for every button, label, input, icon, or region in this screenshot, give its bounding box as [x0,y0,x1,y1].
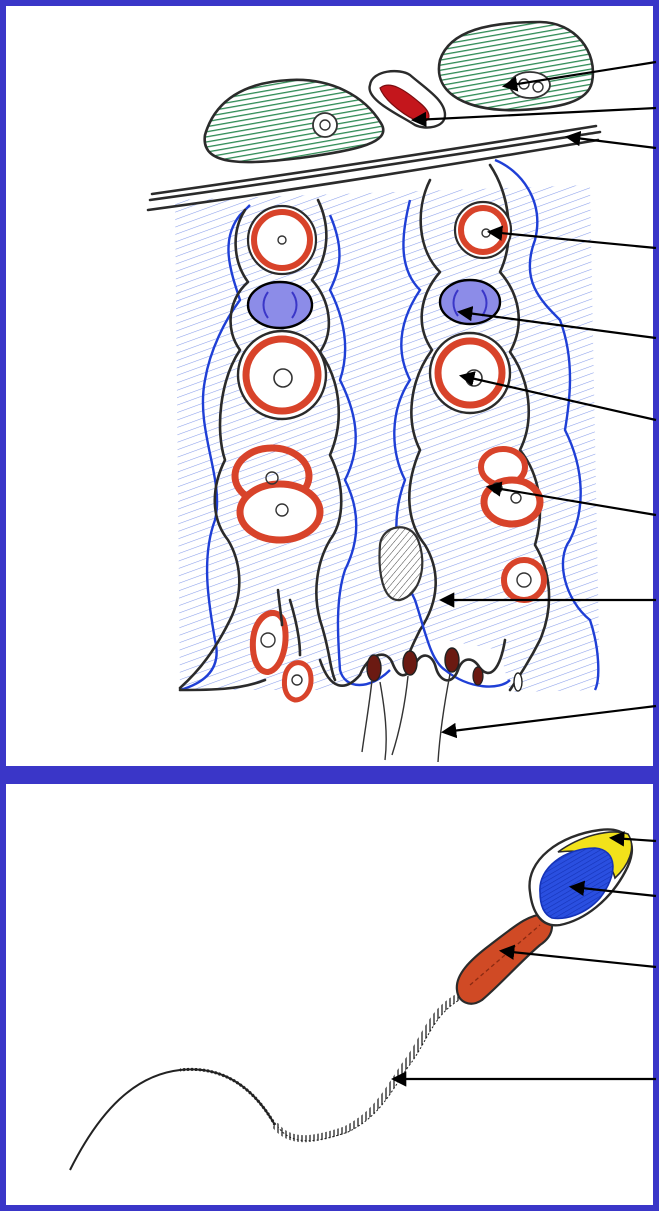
leydig-cell-right [439,22,593,110]
sertoli-nucleus [380,527,423,600]
blood-testis-barrier-left [248,282,312,328]
spermatid-left-2 [284,663,311,700]
primary-spermatocyte-left [238,331,326,419]
spermatogonium-right [455,202,511,258]
spermatid-right [504,560,544,600]
spermatozoon [70,829,632,1170]
primary-spermatocyte-right [430,333,510,413]
spermatozoon-midpiece [457,915,552,1004]
arrow-pointer-icon [444,706,656,732]
bottom-panel [3,781,656,1208]
blood-testis-barrier-right [440,280,500,324]
leydig-cell-left [205,80,384,162]
spermatogonium-left [248,206,316,274]
spermatozoon-tail-striated [275,995,462,1139]
spermatozoon-tail-principal [70,995,462,1170]
top-panel [3,3,656,769]
